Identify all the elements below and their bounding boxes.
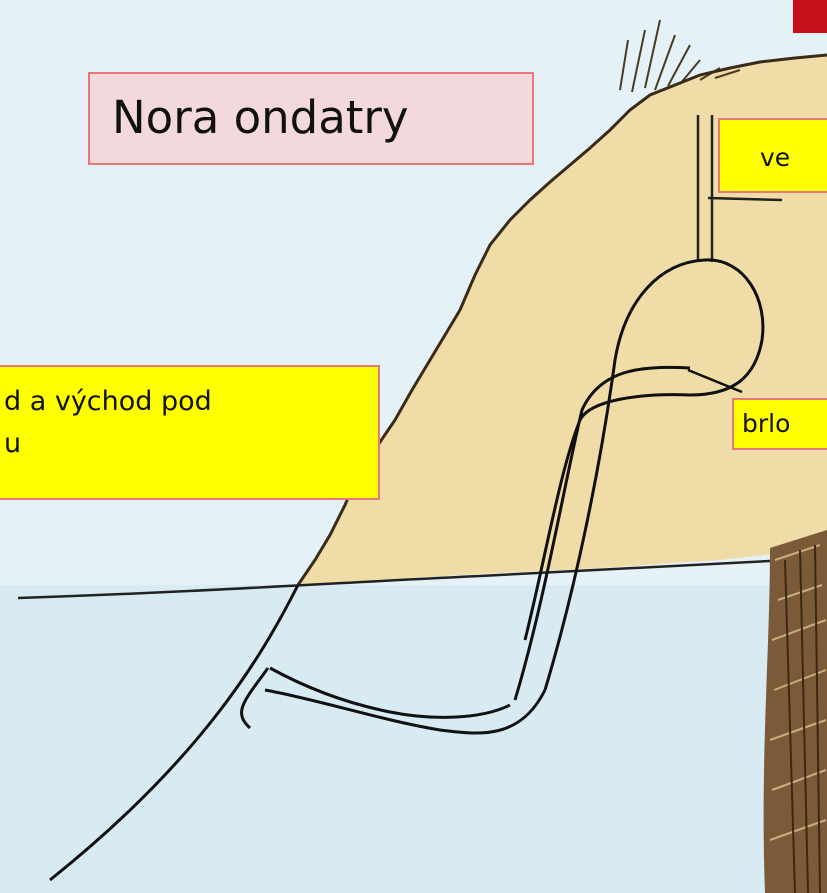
label-den: brlo [732,398,827,450]
label-entrance: d a východ pod u [0,365,380,500]
nest-photo-edge [764,530,827,893]
label-vent: ve [718,118,827,193]
page-title: Nora ondatry [88,72,534,165]
water-area [0,585,827,893]
corner-accent [793,0,827,33]
